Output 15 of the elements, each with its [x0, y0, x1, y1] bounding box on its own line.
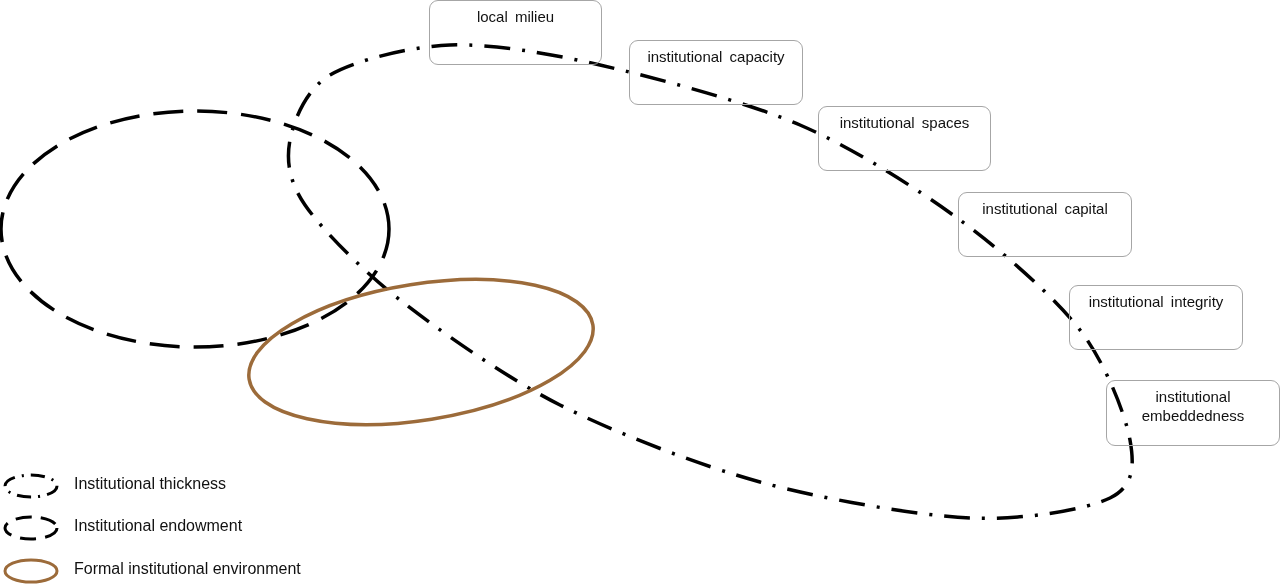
label-box [429, 0, 602, 65]
box-label: institutional embeddedness [1140, 387, 1246, 425]
legend-label: Institutional thickness [74, 475, 227, 493]
box-label: institutional integrity [1088, 292, 1224, 311]
label-box [1069, 285, 1243, 350]
box-label: institutional spaces [839, 113, 970, 132]
box-label: local milieu [476, 7, 555, 26]
label-box [629, 40, 803, 105]
label-box [818, 106, 991, 171]
label-box [1106, 380, 1280, 446]
box-label: institutional capital [982, 199, 1108, 218]
label-box [958, 192, 1132, 257]
legend-label: Formal institutional environment [74, 560, 301, 578]
legend-label: Institutional endowment [74, 517, 243, 535]
box-label: institutional capacity [647, 47, 785, 66]
